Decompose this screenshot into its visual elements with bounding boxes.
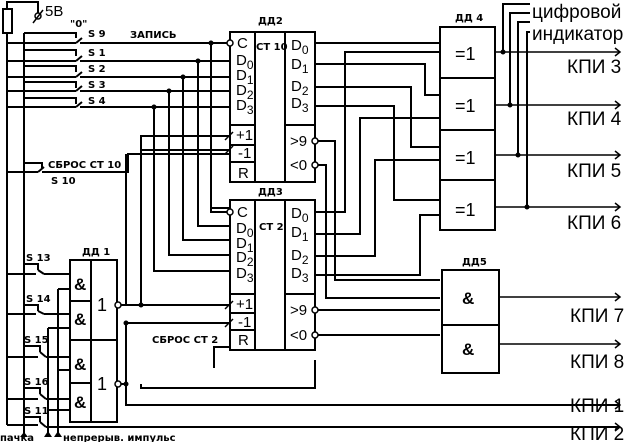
reset-ct2-label: СБРОС СТ 2 [152,335,218,346]
output-kpi1: КПИ 1 [570,396,624,417]
svg-text:1: 1 [97,374,107,394]
counter-outputs [315,42,440,336]
pulse-input-icon [44,431,52,437]
supply-label: 5В [45,3,63,20]
mode-switches: S 13 S 14 S 15 S 16 S 11 [0,253,214,442]
switch-s10[interactable] [37,166,45,173]
dd1-name: ДД 1 [82,247,110,258]
svg-text:S 16: S 16 [24,377,49,388]
svg-text:S 11: S 11 [24,406,49,417]
switch-s1[interactable] [75,55,83,62]
svg-text:=1: =1 [455,200,476,220]
svg-text:=1: =1 [455,96,476,116]
output-kpi7: КПИ 7 [570,306,624,327]
output-lines: КПИ 3 КПИ 4 КПИ 5 КПИ 6 КПИ 7 КПИ 8 КПИ … [495,47,624,442]
chip-dd5: ДД5 & & [441,257,500,374]
pack-label: пачка [0,433,34,442]
arrow-icon [614,339,622,349]
output-kpi3: КПИ 3 [567,57,621,78]
write-label: ЗАПИСЬ [130,30,177,41]
svg-text:&: & [74,393,86,412]
svg-text:S 15: S 15 [24,335,49,346]
svg-text:&: & [74,355,86,374]
switch-s9-label: S 9 [88,29,106,40]
output-kpi5: КПИ 5 [567,161,621,182]
svg-text:<0: <0 [290,327,307,344]
dd2-type: СТ 10 [256,42,288,53]
chip-dd2: ДД2 C D0 D1 D2 D3 СТ 10 D0 D1 D2 D3 +1 -… [226,16,319,183]
svg-text:=1: =1 [455,44,476,64]
arrow-icon [614,202,622,212]
switch-s11[interactable] [39,421,47,428]
switch-s4-label: S 4 [88,96,106,107]
svg-text:R: R [238,332,249,349]
reset-ct10-label: СБРОС СТ 10 [48,160,121,171]
switch-s1-label: S 1 [88,48,106,59]
svg-text:&: & [462,340,474,359]
count-wires [121,131,620,428]
resistor [2,8,13,34]
chip-dd4: ДД 4 =1 =1 =1 =1 [439,13,496,231]
indicator-label-2: индикатор [532,24,623,45]
switch-s3-label: S 3 [88,80,106,91]
switch-s13[interactable] [37,269,45,275]
svg-text:C: C [237,35,248,52]
switch-s16[interactable] [39,393,47,400]
dd5-name: ДД5 [462,257,487,268]
dd3-type: СТ 2 [259,222,284,233]
arrow-icon [614,422,622,432]
svg-text:-1: -1 [238,145,251,162]
arrow-icon [614,150,622,160]
switch-s10-label: S 10 [51,176,76,187]
switch-s2-label: S 2 [88,64,106,75]
svg-text:<0: <0 [290,157,307,174]
svg-text:S 13: S 13 [26,253,51,264]
svg-text:C: C [237,204,248,221]
indicator-bus: цифровой индикатор [500,2,623,210]
dd3-name: ДД3 [258,187,283,198]
arrow-icon [614,47,622,57]
switch-bank: S 9 ЗАПИСЬ S 1 S 2 S 3 S 4 [7,29,230,272]
pulses-label: непрерыв. импульс [63,433,176,442]
output-kpi4: КПИ 4 [567,109,622,130]
arrow-icon [614,100,622,110]
zero-label: "0" [70,19,87,30]
svg-text:&: & [74,310,86,329]
wire [6,1,39,14]
power-supply: 5В [2,1,63,437]
switch-s15[interactable] [39,351,47,358]
output-kpi6: КПИ 6 [567,213,621,234]
svg-text:>9: >9 [290,133,307,150]
switch-s9[interactable] [75,37,83,44]
reset-ct10: СБРОС СТ 10 S 10 [7,153,231,187]
svg-text:-1: -1 [238,314,251,331]
switch-s2[interactable] [75,71,83,78]
arrow-icon [614,292,622,302]
dd2-name: ДД2 [258,16,283,27]
svg-text:>9: >9 [290,302,307,319]
dd4-name: ДД 4 [455,13,483,24]
switch-s3[interactable] [75,85,83,92]
switch-s4[interactable] [75,101,83,108]
svg-text:=1: =1 [455,148,476,168]
kpi1-wire [125,384,620,406]
chip-dd1: ДД 1 & & & & 1 1 [69,247,122,423]
svg-text:+1: +1 [236,296,253,313]
svg-text:S 14: S 14 [26,294,51,305]
svg-text:R: R [238,165,249,182]
chip-dd3: ДД3 C D0 D1 D2 D3 СТ 2 D0 D1 D2 D3 +1 -1… [152,187,319,368]
svg-text:1: 1 [97,295,107,315]
svg-text:&: & [462,289,474,308]
indicator-label-1: цифровой [532,2,621,23]
svg-text:&: & [74,275,86,294]
svg-text:+1: +1 [236,127,253,144]
output-kpi2: КПИ 2 [570,424,624,442]
output-kpi8: КПИ 8 [570,352,624,373]
switch-s14[interactable] [37,310,45,315]
arrow-icon [614,400,622,410]
